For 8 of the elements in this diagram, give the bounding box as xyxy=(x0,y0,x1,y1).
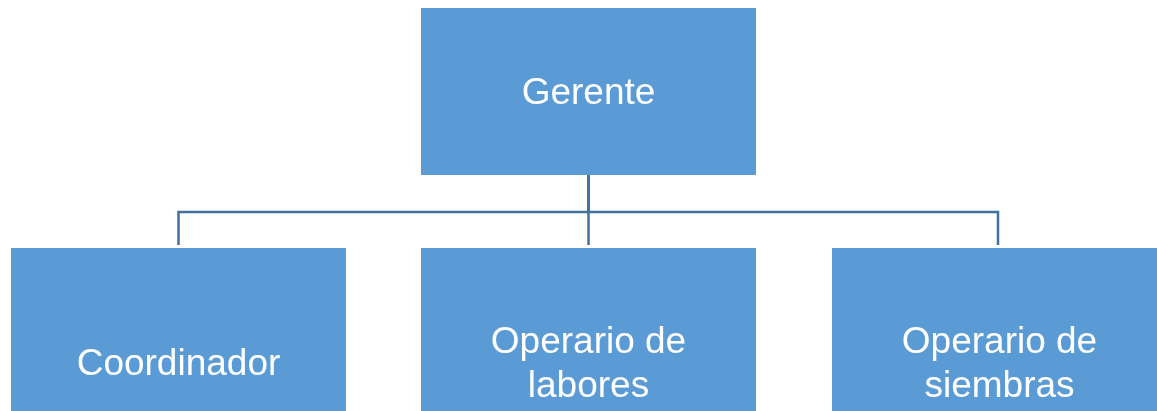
role-box xyxy=(11,248,346,411)
role-box xyxy=(421,8,756,175)
role-title: Coordinador xyxy=(75,341,282,385)
role-title: Operario de labores xyxy=(489,319,688,407)
connector-line xyxy=(587,175,1000,245)
role-box xyxy=(421,248,756,411)
role-title: Operario de siembras xyxy=(900,319,1099,407)
role-title: Gerente xyxy=(520,69,657,114)
